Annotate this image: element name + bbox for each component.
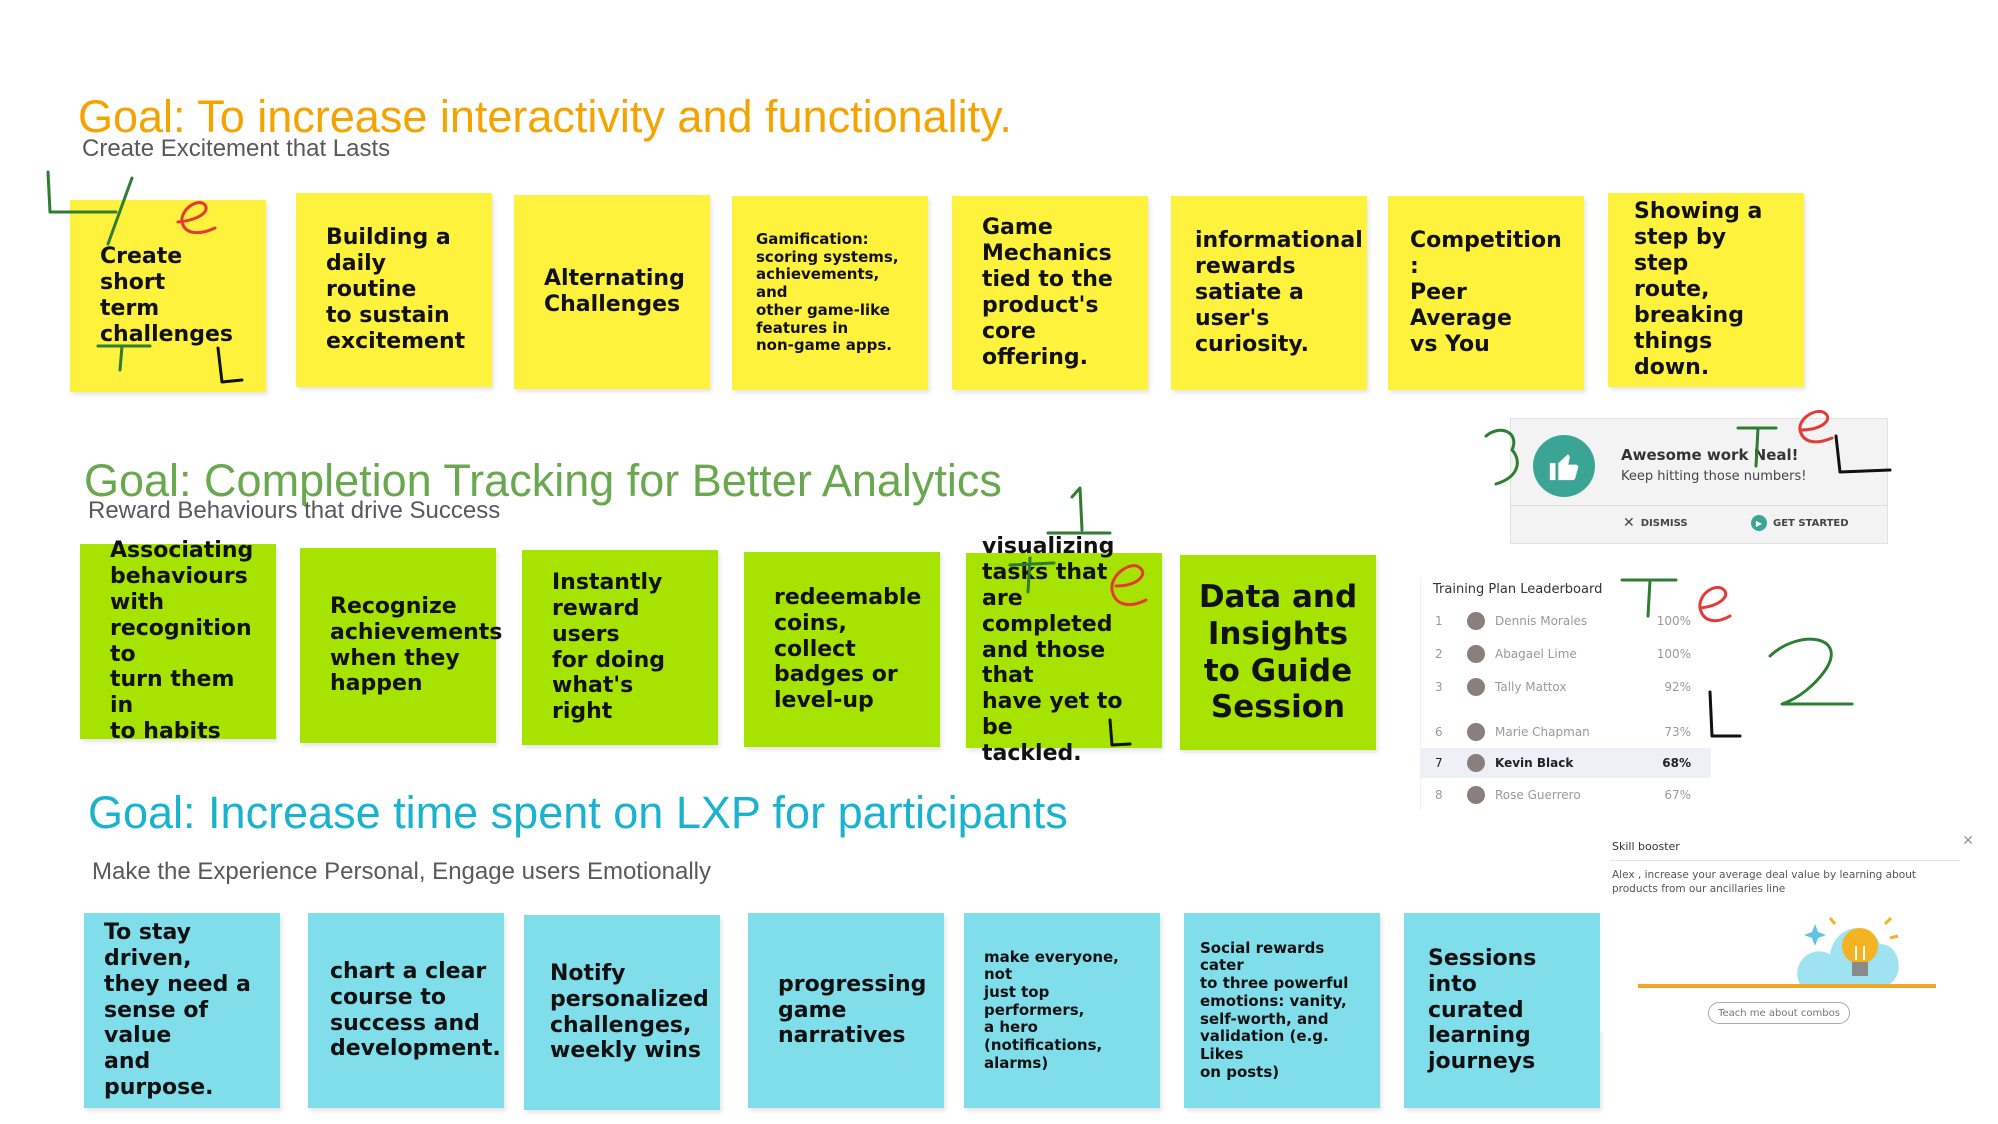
participant-name: Marie Chapman: [1495, 725, 1590, 739]
avatar: [1467, 786, 1485, 804]
rank: 2: [1435, 647, 1443, 661]
sticky-note: Showing a step by step route, breaking t…: [1608, 193, 1804, 387]
get-started-button[interactable]: ▶ GET STARTED: [1751, 515, 1849, 531]
skill-booster-title: Skill booster: [1612, 840, 1680, 853]
ink-mark: [1736, 426, 1778, 468]
leaderboard-row: 1 Dennis Morales 100%: [1421, 606, 1711, 636]
ink-mark: [1046, 486, 1112, 535]
sticky-note: Building a daily routine to sustain exci…: [296, 193, 492, 387]
sticky-note: Associating behaviours with recognition …: [80, 538, 276, 744]
completion-percent: 92%: [1664, 680, 1691, 694]
progress-bar: [1638, 984, 1936, 988]
rank: 8: [1435, 788, 1443, 802]
sticky-note: Alternating Challenges: [514, 195, 710, 389]
completion-percent: 68%: [1662, 756, 1691, 770]
participant-name: Abagael Lime: [1495, 647, 1577, 661]
sticky-note: Instantly reward users for doing what's …: [522, 550, 718, 745]
goal-3-subtitle: Make the Experience Personal, Engage use…: [92, 858, 712, 885]
participant-name: Dennis Morales: [1495, 614, 1588, 628]
leaderboard-row: 6 Marie Chapman 73%: [1421, 717, 1711, 747]
leaderboard-row: 3 Tally Mattox 92%: [1421, 672, 1711, 702]
sticky-note: Data and Insights to Guide Session: [1180, 555, 1376, 750]
sticky-note: Game Mechanics tied to the product's cor…: [952, 196, 1148, 390]
leaderboard: Training Plan Leaderboard 1 Dennis Moral…: [1420, 578, 1711, 810]
ink-mark: [1798, 409, 1834, 444]
ink-mark: [106, 176, 134, 246]
sticky-note: redeemable coins, collect badges or leve…: [744, 552, 940, 747]
ink-mark: [1484, 428, 1519, 486]
skill-booster-message: Alex , increase your average deal value …: [1612, 869, 1916, 896]
avatar: [1467, 754, 1485, 772]
sticky-note: Notify personalized challenges, weekly w…: [524, 915, 720, 1110]
sticky-note: To stay driven, they need a sense of val…: [84, 913, 280, 1108]
divider: [1511, 505, 1887, 506]
get-started-label: GET STARTED: [1773, 517, 1849, 529]
sticky-note: visualizing tasks that are completed and…: [966, 534, 1162, 766]
ink-mark: [1708, 690, 1742, 738]
ink-mark: [46, 170, 118, 214]
goal-1-title: Goal: To increase interactivity and func…: [78, 91, 1012, 142]
dismiss-label: DISMISS: [1640, 517, 1688, 529]
ink-mark: [1834, 434, 1892, 474]
participant-name: Tally Mattox: [1495, 680, 1567, 694]
notification-title: Awesome work Neal!: [1621, 446, 1799, 464]
participant-name: Kevin Black: [1495, 756, 1574, 770]
lightbulb-icon: [1797, 916, 1899, 984]
ink-mark: [1768, 637, 1854, 706]
sticky-note: Create short term challenges: [70, 200, 266, 392]
sticky-note: Recognize achievements when they happen: [300, 548, 502, 743]
ink-mark: [96, 344, 152, 372]
skill-booster-card: Skill booster ✕ Alex , increase your ave…: [1600, 826, 1980, 1032]
avatar: [1467, 678, 1485, 696]
ink-mark: [176, 201, 217, 235]
sticky-note: Social rewards cater to three powerful e…: [1184, 913, 1380, 1108]
sticky-note: progressing game narratives: [748, 913, 944, 1108]
dismiss-button[interactable]: ✕ DISMISS: [1623, 515, 1688, 531]
avatar: [1467, 612, 1485, 630]
avatar: [1467, 645, 1485, 663]
leaderboard-row: 8 Rose Guerrero 67%: [1421, 780, 1711, 810]
notification-message: Keep hitting those numbers!: [1621, 469, 1807, 484]
leaderboard-row-highlighted: 7 Kevin Black 68%: [1421, 748, 1711, 778]
completion-percent: 100%: [1656, 647, 1691, 661]
sticky-note: informational rewards satiate a user's c…: [1171, 196, 1367, 390]
completion-percent: 67%: [1664, 788, 1691, 802]
ink-mark: [1008, 556, 1056, 594]
leaderboard-title: Training Plan Leaderboard: [1433, 582, 1603, 597]
sticky-note: Sessions into curated learning journeys: [1404, 913, 1600, 1108]
ink-mark: [1108, 718, 1132, 747]
rank: 3: [1435, 680, 1443, 694]
play-icon: ▶: [1751, 515, 1767, 531]
goal-3-title: Goal: Increase time spent on LXP for par…: [88, 787, 1068, 838]
rank: 1: [1435, 614, 1443, 628]
sticky-note: chart a clear course to success and deve…: [308, 913, 504, 1108]
goal-1-subtitle: Create Excitement that Lasts: [82, 135, 391, 162]
completion-percent: 73%: [1664, 725, 1691, 739]
ink-mark: [216, 346, 244, 384]
completion-percent: 100%: [1656, 614, 1691, 628]
close-icon[interactable]: ✕: [1962, 832, 1974, 848]
close-icon: ✕: [1623, 515, 1635, 531]
goal-2-title: Goal: Completion Tracking for Better Ana…: [84, 455, 1002, 506]
rank: 6: [1435, 725, 1443, 739]
sticky-note: Competition : Peer Average vs You: [1388, 196, 1584, 390]
sticky-note: make everyone, not just top performers, …: [964, 913, 1160, 1108]
ink-mark: [1620, 578, 1678, 618]
ink-mark: [1698, 585, 1732, 623]
divider: [1610, 860, 1960, 861]
avatar: [1467, 723, 1485, 741]
leaderboard-row: 2 Abagael Lime 100%: [1421, 639, 1711, 669]
teach-me-button[interactable]: Teach me about combos: [1708, 1002, 1850, 1024]
sticky-note: Gamification: scoring systems, achieveme…: [732, 196, 928, 390]
ink-mark: [1110, 564, 1148, 607]
participant-name: Rose Guerrero: [1495, 788, 1581, 802]
rank: 7: [1435, 756, 1443, 770]
goal-2-subtitle: Reward Behaviours that drive Success: [88, 497, 501, 524]
thumbs-up-icon: [1533, 435, 1595, 497]
